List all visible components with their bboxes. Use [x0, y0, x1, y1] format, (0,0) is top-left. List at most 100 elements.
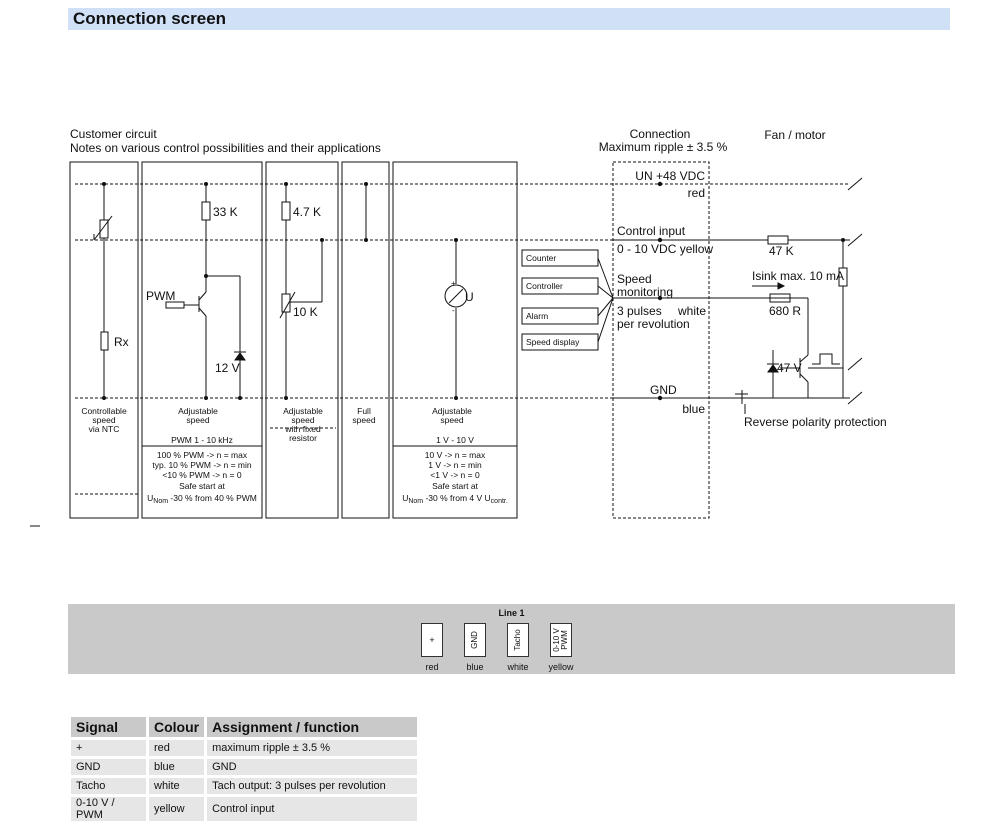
col2-note: Safe start at [179, 481, 225, 491]
conn-per-rev-label: per revolution [617, 317, 690, 331]
col5-note: 10 V -> n = max [425, 450, 486, 460]
table-cell: GND [207, 759, 418, 775]
col3-desc-line: with fixed [284, 424, 321, 434]
table-header-cell: Assignment / function [207, 717, 418, 737]
svg-text:+: + [451, 279, 456, 288]
table-cell: red [149, 740, 205, 756]
conn-speed-label: Speed [617, 272, 652, 286]
table-header-cell: Colour [149, 717, 205, 737]
pin-colour-label: blue [466, 662, 484, 672]
col2-safe-start: UNom -30 % from 40 % PWM [147, 493, 257, 505]
col1-desc-line: speed [92, 415, 115, 425]
table-header-cell: Signal [71, 717, 146, 737]
col4-desc-line: Full [357, 406, 371, 416]
pin-colour-label: yellow [548, 662, 574, 672]
col2-pwm-label: PWM [146, 289, 175, 303]
pin-control: 0-10 V PWM [550, 623, 572, 657]
col2-freq: PWM 1 - 10 kHz [171, 435, 233, 445]
pin-panel: Line 1 + red GND blue Tacho white 0-10 V… [68, 604, 955, 674]
conn-pulses-label: 3 pulses [617, 304, 662, 318]
conn-white-label: white [677, 304, 706, 318]
col2-note: 100 % PWM -> n = max [157, 450, 248, 460]
fan-isink-label: Isink max. 10 mA [752, 269, 844, 283]
pin-label: GND [470, 631, 479, 649]
col1-resistor-label: Rx [114, 335, 129, 349]
fan-47k-label: 47 K [769, 244, 794, 258]
col4-desc-line: speed [352, 415, 375, 425]
pin-plus: + [421, 623, 443, 657]
col3-desc-line: speed [291, 415, 314, 425]
col1-desc-line: Controllable [81, 406, 127, 416]
col-box-3 [265, 161, 339, 519]
col5-note: 1 V -> n = min [428, 460, 482, 470]
table-cell: 0-10 V / PWM [71, 797, 146, 821]
conn-control-input-label: Control input [617, 224, 686, 238]
col-box-1 [69, 161, 139, 519]
col5-note: Safe start at [432, 481, 478, 491]
col-box-5 [392, 161, 518, 519]
col3-resistor2-label: 10 K [293, 305, 318, 319]
line-label: Line 1 [498, 608, 525, 618]
col2-note: <10 % PWM -> n = 0 [162, 470, 241, 480]
table-cell: yellow [149, 797, 205, 821]
connection-heading: Connection [630, 127, 691, 141]
conn-control-range-label: 0 - 10 VDC yellow [617, 242, 713, 256]
col1-desc-line: via NTC [89, 424, 120, 434]
conn-gnd-label: GND [650, 383, 677, 397]
col3-desc-line: Adjustable [283, 406, 323, 416]
col3-desc-line: resistor [289, 433, 317, 443]
fan-heading: Fan / motor [764, 128, 825, 142]
table-cell: Tacho [71, 778, 146, 794]
ripple-heading: Maximum ripple ± 3.5 % [599, 140, 728, 154]
conn-un-label: UN +48 VDC [635, 169, 705, 183]
device-counter-label: Counter [526, 253, 556, 263]
table-cell: Tach output: 3 pulses per revolution [207, 778, 418, 794]
pin-label: Tacho [513, 629, 522, 651]
pin-colour-label: white [507, 662, 529, 672]
fan-680r-label: 680 R [769, 304, 801, 318]
device-speed-display-label: Speed display [526, 337, 580, 347]
assignment-table: Signal Colour Assignment / function + re… [68, 714, 420, 824]
col5-u-label: U [465, 290, 474, 304]
col5-safe-start: UNom -30 % from 4 V Ucontr. [402, 493, 508, 505]
col5-desc-line: Adjustable [432, 406, 472, 416]
table-cell: GND [71, 759, 146, 775]
col2-desc-line: speed [186, 415, 209, 425]
table-cell: white [149, 778, 205, 794]
conn-red-label: red [688, 186, 705, 200]
col-box-4 [341, 161, 390, 519]
pin-gnd: GND [464, 623, 486, 657]
customer-heading: Customer circuit [70, 127, 157, 141]
pin-tacho: Tacho [507, 623, 529, 657]
table-cell: maximum ripple ± 3.5 % [207, 740, 418, 756]
col2-resistor-label: 33 K [213, 205, 238, 219]
conn-blue-label: blue [682, 402, 705, 416]
pin-colour-label: red [425, 662, 439, 672]
pin-label: 0-10 V PWM [552, 628, 569, 652]
table-row: 0-10 V / PWM yellow Control input [71, 797, 418, 821]
fan-reverse-polarity-label: Reverse polarity protection [744, 415, 887, 429]
page-title: Connection screen [73, 9, 227, 28]
fan-47v-label: 47 V [777, 361, 802, 375]
svg-text:-: - [452, 306, 455, 315]
customer-subheading: Notes on various control possibilities a… [70, 141, 381, 155]
col2-zener-label: 12 V [215, 361, 240, 375]
header-bar: Connection screen [68, 8, 950, 30]
col5-range: 1 V - 10 V [436, 435, 474, 445]
col2-desc-line: Adjustable [178, 406, 218, 416]
col5-note: <1 V -> n = 0 [430, 470, 480, 480]
table-row: GND blue GND [71, 759, 418, 775]
table-header-row: Signal Colour Assignment / function [71, 717, 418, 737]
wiring-diagram: Customer circuit Notes on various contro… [30, 127, 887, 527]
col2-note: typ. 10 % PWM -> n = min [152, 460, 251, 470]
conn-monitoring-label: monitoring [617, 285, 673, 299]
col3-resistor1-label: 4.7 K [293, 205, 321, 219]
col-box-2 [141, 161, 263, 519]
table-row: Tacho white Tach output: 3 pulses per re… [71, 778, 418, 794]
device-alarm-label: Alarm [526, 311, 548, 321]
table-row: + red maximum ripple ± 3.5 % [71, 740, 418, 756]
table-cell: + [71, 740, 146, 756]
connection-box [612, 161, 710, 519]
table-cell: Control input [207, 797, 418, 821]
table-cell: blue [149, 759, 205, 775]
